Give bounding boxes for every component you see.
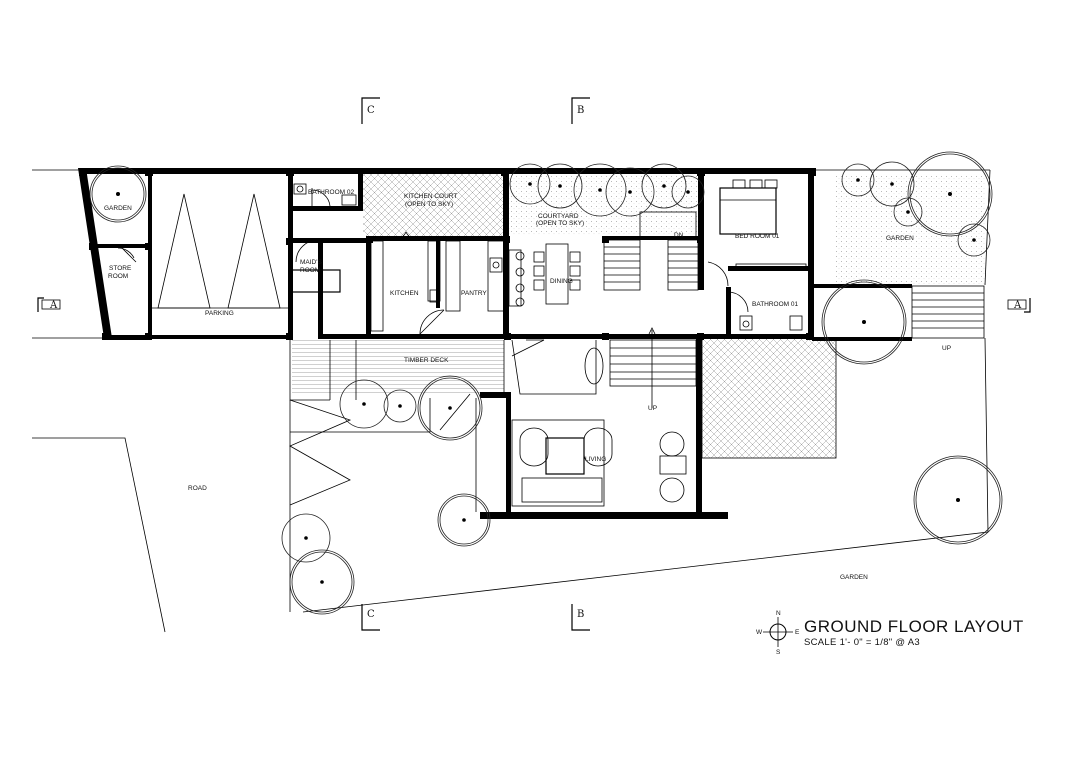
section-marker-a-left: A — [37, 297, 61, 312]
label-stair-dn: DN — [674, 232, 684, 239]
living-stairs — [609, 327, 697, 408]
label-maids-room-2: ROOM — [300, 267, 320, 274]
label-bathroom-02: BATHROOM 02 — [308, 189, 354, 196]
drawing-title: GROUND FLOOR LAYOUT — [804, 617, 1024, 636]
internal-stairs — [603, 211, 699, 291]
label-kitchen: KITCHEN — [390, 290, 419, 297]
timber-deck-lines — [292, 340, 504, 394]
label-stair-up-2: UP — [942, 345, 951, 352]
svg-text:C: C — [367, 105, 375, 116]
svg-text:E: E — [795, 629, 800, 636]
columns — [79, 168, 816, 519]
svg-text:A: A — [1013, 300, 1022, 311]
section-marker-b-top: B — [571, 97, 590, 124]
entrance-stairs — [911, 285, 985, 339]
svg-text:C: C — [367, 609, 375, 620]
label-parking: PARKING — [205, 310, 234, 317]
doors — [117, 188, 749, 357]
north-arrow-icon: N S E W — [756, 610, 800, 656]
label-living: LIVING — [585, 456, 606, 463]
kitchen-court-hatch — [363, 174, 503, 236]
svg-text:B: B — [577, 105, 584, 116]
label-store-room-1: STORE — [109, 265, 132, 272]
section-marker-c-bottom: C — [361, 604, 380, 631]
label-bathroom-01: BATHROOM 01 — [752, 301, 798, 308]
section-marker-b-bottom: B — [571, 604, 590, 631]
furniture — [291, 179, 807, 507]
label-road: ROAD — [188, 485, 207, 492]
label-garden-right: GARDEN — [886, 235, 914, 242]
label-dining: DINING — [550, 278, 573, 285]
svg-text:S: S — [776, 649, 781, 656]
room-labels: GARDEN STORE ROOM PARKING BATHROOM 02 KI… — [104, 189, 951, 581]
courtyard-dots — [508, 174, 698, 236]
label-stair-up-1: UP — [648, 405, 657, 412]
label-maids-room-1: MAID'S — [300, 259, 322, 266]
label-kitchen-court-1: KITCHEN COURT — [404, 193, 457, 200]
title-block: N S E W GROUND FLOOR LAYOUT SCALE 1'- 0"… — [756, 610, 1024, 656]
svg-text:W: W — [756, 629, 763, 636]
label-timber-deck: TIMBER DECK — [404, 357, 449, 364]
label-courtyard-2: (OPEN TO SKY) — [536, 220, 584, 227]
svg-text:B: B — [577, 609, 584, 620]
section-marker-a-right: A — [1007, 298, 1031, 313]
label-bed-room-01: BED ROOM 01 — [735, 233, 780, 240]
trees — [89, 151, 1003, 615]
label-pantry: PANTRY — [461, 290, 487, 297]
deck-diagonals — [289, 339, 597, 512]
label-garden-left: GARDEN — [104, 205, 132, 212]
parking-markings — [152, 193, 288, 309]
svg-text:N: N — [776, 610, 781, 617]
drawing-scale: SCALE 1'- 0" = 1/8" @ A3 — [804, 637, 920, 648]
label-garden-bottom: GARDEN — [840, 574, 868, 581]
label-kitchen-court-2: (OPEN TO SKY) — [405, 201, 453, 208]
section-marker-c-top: C — [361, 97, 380, 124]
label-courtyard-1: COURTYARD — [538, 213, 579, 220]
textured-areas — [292, 174, 985, 459]
open-area-hatch — [701, 337, 837, 459]
svg-text:A: A — [49, 300, 58, 311]
label-store-room-2: ROOM — [108, 273, 128, 280]
walls — [78, 168, 912, 519]
